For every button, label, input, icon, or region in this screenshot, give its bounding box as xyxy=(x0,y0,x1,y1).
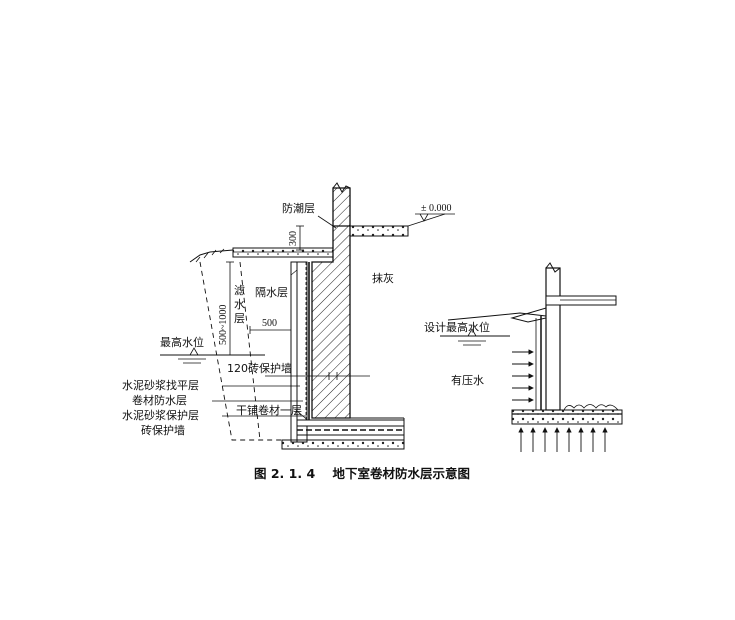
bottom-slab xyxy=(281,439,405,450)
highest-water-level-label: 最高水位 xyxy=(160,335,204,349)
elevation-label: ± 0.000 xyxy=(421,203,452,214)
right-floor-slab xyxy=(545,295,617,306)
uplift-pressure-arrows xyxy=(518,427,608,452)
bottom-membrane xyxy=(296,419,405,427)
brick-wall-120-label: 120砖保护墙 xyxy=(227,361,292,375)
design-water-level-label: 设计最高水位 xyxy=(424,320,490,334)
brick-protection-wall-label: 砖保护墙 xyxy=(141,423,185,437)
membrane-layer-label: 卷材防水层 xyxy=(132,393,187,407)
dim-300-label: 300 xyxy=(288,231,299,246)
filter-layer-char-1: 滤 xyxy=(234,284,245,297)
separation-layer-label: 隔水层 xyxy=(255,286,288,299)
dim-range-label: 500~1000 xyxy=(218,305,229,345)
cement-leveling-label: 水泥砂浆找平层 xyxy=(122,378,199,392)
elevation-marker xyxy=(407,213,455,227)
right-detail: 设计最高水位 有压水 xyxy=(424,262,623,452)
cement-protection-label: 水泥砂浆保护层 xyxy=(122,408,199,422)
dim-500-label: 500 xyxy=(262,318,277,329)
grade-slab xyxy=(232,247,334,258)
pressure-water-label: 有压水 xyxy=(451,373,484,387)
dry-membrane-label: 干铺卷材一层 xyxy=(236,403,302,417)
filter-layer-char-3: 层 xyxy=(234,312,245,325)
right-wall xyxy=(545,267,561,411)
plaster-label: 抹灰 xyxy=(372,271,394,285)
filter-layer-char-2: 水 xyxy=(234,298,245,311)
lateral-pressure-arrows xyxy=(512,349,534,403)
moisture-layer-label: 防潮层 xyxy=(282,201,315,215)
right-bottom-slab xyxy=(511,409,623,425)
floor-slab xyxy=(349,225,409,237)
figure-caption: 图 2. 1. 4 地下室卷材防水层示意图 xyxy=(254,466,470,481)
left-detail: ± 0.000 防潮层 300 500~1000 滤 水 层 隔水层 xyxy=(122,182,455,450)
basement-wall xyxy=(311,187,351,419)
